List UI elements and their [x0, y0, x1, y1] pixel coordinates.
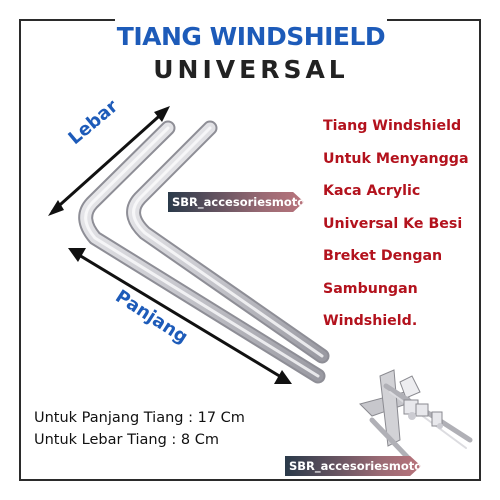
- panjang-arrow: [68, 248, 292, 384]
- spec-lebar: Untuk Lebar Tiang : 8 Cm: [34, 432, 219, 448]
- title-block: TIANG WINDSHIELD UNIVERSAL: [115, 2, 387, 88]
- watermark-badge: SBR_accesoriesmotor: [168, 192, 304, 212]
- watermark-badge: SBR_accesoriesmotor: [285, 456, 421, 476]
- description-line: Breket Dengan: [323, 248, 443, 264]
- bracket-parts-inset: [359, 369, 473, 467]
- title-line-1: TIANG WINDSHIELD: [116, 22, 386, 51]
- title-line-2: UNIVERSAL: [153, 55, 349, 84]
- description-line: Kaca Acrylic: [323, 183, 421, 199]
- description-line: Universal Ke Besi: [323, 215, 463, 232]
- description-line: Sambungan: [323, 280, 418, 297]
- description-line: Untuk Menyangga: [323, 150, 469, 167]
- description-line: Windshield.: [323, 313, 418, 329]
- description-line: Tiang Windshield: [323, 118, 462, 134]
- spec-panjang: Untuk Panjang Tiang : 17 Cm: [34, 410, 245, 426]
- lebar-arrow: [48, 106, 170, 216]
- product-description: Tiang Windshield Untuk Menyangga Kaca Ac…: [323, 110, 493, 338]
